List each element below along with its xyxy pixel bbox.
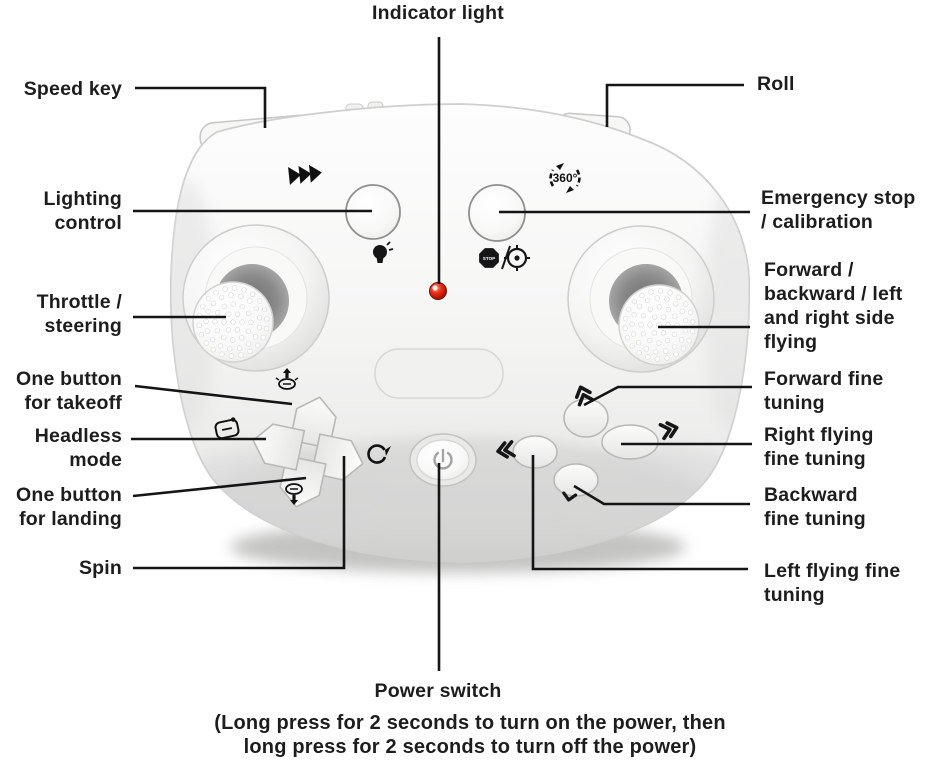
stop-calibration-icon: STOP	[479, 245, 530, 271]
connector-lines	[131, 37, 752, 671]
connector-roll	[605, 83, 744, 127]
right-knob-texture	[622, 288, 696, 362]
label-headless-mode: Headless mode	[34, 425, 122, 471]
connector-takeoff	[134, 384, 293, 406]
label-power-switch: Power switch	[374, 680, 502, 702]
connector-forward-tuning	[583, 385, 752, 407]
connector-speed-key	[135, 86, 267, 128]
right-trim-button	[601, 424, 659, 460]
label-forward-fine-tuning: Forward fine tuning	[764, 368, 884, 414]
label-speed-key: Speed key	[23, 78, 122, 100]
forward-trim-button	[563, 398, 609, 438]
label-backward-fine-tuning: Backward fine tuning	[764, 484, 866, 530]
right-joystick	[567, 225, 715, 373]
indicator-led	[429, 282, 447, 300]
battery-recess	[374, 348, 504, 399]
label-left-fine-tuning: Left flying fine tuning	[764, 560, 901, 606]
connector-backward-tuning	[573, 484, 750, 506]
left-knob-texture	[196, 285, 270, 359]
label-spin: Spin	[78, 557, 122, 579]
landing-icon	[285, 483, 303, 505]
label-lighting-control: Lighting control	[43, 188, 122, 234]
spin-icon	[367, 444, 391, 464]
rotation-360-icon: 360°	[549, 163, 581, 193]
connector-landing	[132, 476, 307, 498]
label-one-button-landing: One button for landing	[16, 484, 122, 530]
lightbulb-icon	[373, 241, 394, 263]
left-trim-button	[512, 435, 558, 469]
right-trim-chevrons-icon	[658, 421, 679, 441]
backward-trim-chevron-icon	[562, 491, 578, 502]
label-one-button-takeoff: One button for takeoff	[16, 368, 122, 414]
svg-text:360°: 360°	[553, 171, 578, 185]
label-emergency-stop: Emergency stop / calibration	[761, 187, 916, 233]
backward-trim-button	[553, 463, 599, 497]
power-icon	[433, 448, 453, 470]
left-joystick	[182, 224, 330, 372]
headless-mode-icon	[214, 417, 240, 440]
takeoff-icon	[275, 368, 299, 390]
connector-left-tuning	[531, 455, 748, 571]
label-indicator-light: Indicator light	[372, 2, 504, 24]
label-roll: Roll	[757, 73, 795, 95]
label-power-note: (Long press for 2 seconds to turn on the…	[214, 712, 726, 758]
power-button	[409, 433, 477, 487]
dpad-left-headless-key	[252, 423, 306, 471]
connector-spin	[133, 456, 346, 570]
dpad	[252, 396, 364, 508]
speed-arrows-icon	[288, 164, 322, 185]
left-trim-chevrons-icon	[496, 440, 516, 459]
label-throttle-steering: Throttle / steering	[36, 291, 122, 337]
label-right-stick: Forward / backward / left and right side…	[764, 259, 903, 353]
forward-trim-chevrons-icon	[574, 385, 595, 407]
svg-text:STOP: STOP	[483, 256, 495, 261]
label-right-fine-tuning: Right flying fine tuning	[764, 424, 874, 470]
